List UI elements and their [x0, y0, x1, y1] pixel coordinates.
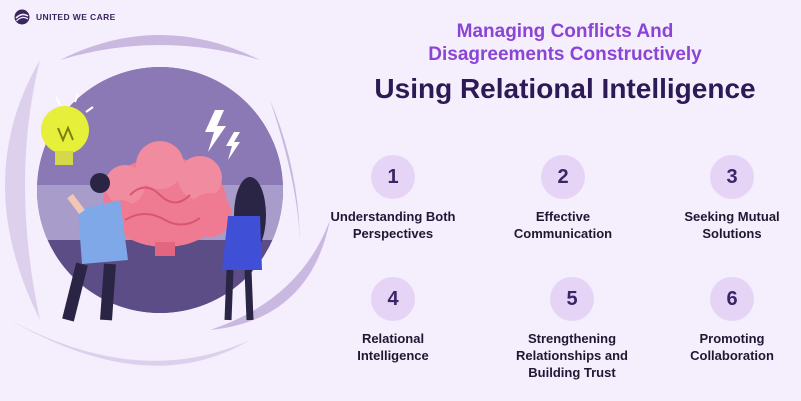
step-number-badge: 4	[371, 277, 415, 321]
title-main: Using Relational Intelligence	[374, 73, 756, 104]
swoosh-left	[5, 60, 40, 320]
conflict-illustration	[5, 35, 330, 366]
globe-swirl-logo-icon	[14, 9, 30, 25]
step-number-badge: 6	[710, 277, 754, 321]
title-subheading: Managing Conflicts And Disagreements Con…	[375, 20, 755, 66]
man-figure	[62, 173, 128, 322]
swoosh-bottom	[10, 320, 250, 366]
lightning-icon	[205, 110, 240, 160]
woman-figure	[222, 177, 266, 321]
swoosh-bottom-right	[210, 220, 330, 330]
step-number-badge: 1	[371, 155, 415, 199]
step-number-badge: 2	[541, 155, 585, 199]
title-line-2: Disagreements Constructively	[428, 44, 702, 65]
brain-icon	[100, 141, 232, 256]
step-number-badge: 5	[550, 277, 594, 321]
lightbulb-icon	[41, 93, 94, 165]
title-line-1: Managing Conflicts And	[456, 21, 674, 42]
step-number-badge: 3	[710, 155, 754, 199]
brand-name: UNITED WE CARE	[36, 12, 116, 22]
swoosh-top	[60, 35, 260, 60]
brand-logo[interactable]: UNITED WE CARE	[14, 9, 116, 25]
